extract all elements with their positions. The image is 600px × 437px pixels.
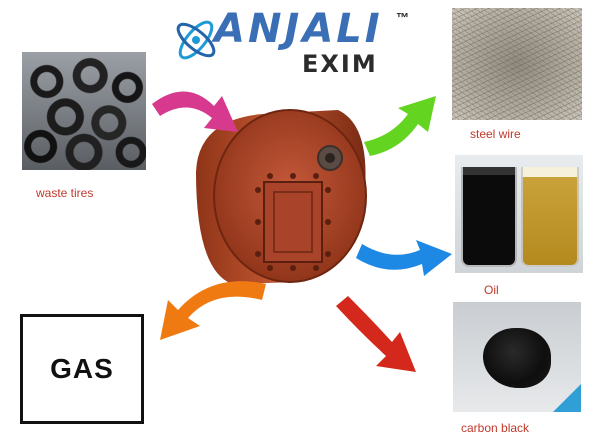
oil-beakers-photo: [455, 155, 583, 273]
oil-label: Oil: [484, 283, 499, 297]
tire-pile-photo: [22, 52, 146, 170]
carbon-black-label: carbon black: [461, 421, 530, 435]
steel-wire-photo: [452, 8, 582, 120]
carbon-powder-pile: [483, 328, 551, 388]
arrow-reactor-to-oil: [356, 240, 452, 276]
brand-name: ANJALI: [214, 6, 383, 52]
waste-tires-label: waste tires: [36, 186, 94, 200]
brand-subtitle: EXIM: [302, 50, 378, 78]
gas-box: GAS: [20, 314, 144, 424]
photo-corner-accent: [553, 384, 581, 412]
carbon-black-photo: [453, 302, 581, 412]
gas-label: GAS: [50, 353, 114, 384]
steel-wire-label: steel wire: [470, 127, 521, 141]
atom-orbit-icon: [176, 20, 216, 60]
brand-logo: ANJALI ™ EXIM: [170, 4, 420, 78]
arrow-reactor-to-carbon-black: [336, 296, 416, 372]
black-oil-beaker: [461, 167, 517, 267]
pyrolysis-reactor-icon: [196, 109, 367, 284]
trademark-symbol: ™: [396, 10, 409, 25]
arrow-tires-to-reactor: [152, 91, 238, 132]
arrow-reactor-to-steel-wire: [364, 96, 436, 156]
arrow-reactor-to-gas: [160, 281, 266, 340]
refined-oil-beaker: [521, 167, 579, 267]
